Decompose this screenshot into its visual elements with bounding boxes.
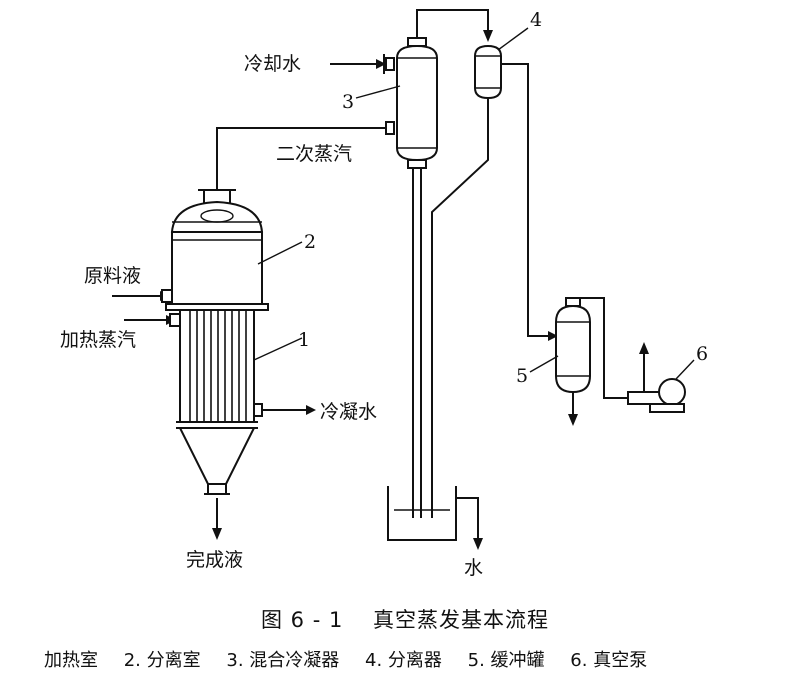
leader-5	[529, 355, 559, 373]
cooling-water-inlet	[330, 54, 395, 74]
number-1: 1	[298, 329, 310, 351]
secondary-steam-pipe	[216, 127, 390, 190]
leader-6	[675, 359, 695, 380]
evaporator-dome	[170, 200, 264, 233]
legend-item-3: 3. 混合冷凝器	[226, 650, 340, 671]
pipe-to-vacuum-pump	[573, 297, 628, 399]
buffer-tank	[555, 297, 591, 426]
label-secondary-steam: 二次蒸汽	[276, 143, 352, 165]
product-outlet-nozzle	[207, 483, 227, 495]
heating-chamber	[179, 309, 255, 423]
legend-item-1: 加热室	[44, 650, 98, 671]
label-feed-liquid: 原料液	[84, 265, 141, 287]
condenser-body	[396, 44, 438, 162]
heating-tubes	[189, 310, 247, 422]
figure-caption-title: 图 6 - 1 真空蒸发基本流程	[261, 608, 549, 632]
separation-chamber	[171, 231, 263, 305]
legend-item-4: 4. 分离器	[365, 650, 442, 671]
heating-steam-inlet	[124, 313, 181, 327]
number-3: 3	[342, 91, 354, 113]
label-heating-steam: 加热蒸汽	[60, 329, 136, 351]
product-outlet-arrow	[212, 498, 222, 540]
evaporator	[165, 189, 269, 495]
separator-barometric-leg	[431, 98, 489, 518]
label-water: 水	[464, 557, 483, 579]
figure-caption-legend: 加热室 2. 分离室 3. 混合冷凝器 4. 分离器 5. 缓冲罐 6. 真空泵	[44, 646, 804, 672]
number-5: 5	[516, 365, 528, 387]
label-product-liquid: 完成液	[186, 549, 243, 571]
evaporator-cone	[178, 427, 256, 485]
legend-item-2: 2. 分离室	[123, 650, 201, 671]
number-2: 2	[304, 231, 316, 253]
label-condensate-water: 冷凝水	[320, 401, 377, 423]
number-4: 4	[530, 9, 542, 31]
number-6: 6	[696, 343, 708, 365]
vapor-pipe-to-separator	[416, 9, 489, 38]
leader-2	[257, 241, 303, 265]
feed-inlet	[112, 289, 173, 303]
label-cooling-water: 冷却水	[244, 53, 301, 75]
separator-4	[474, 44, 502, 100]
legend-item-5: 5. 缓冲罐	[467, 650, 545, 671]
hot-well-tank	[387, 486, 483, 550]
legend-item-6: 6. 真空泵	[570, 650, 648, 671]
leader-3	[355, 85, 401, 99]
leader-1	[253, 337, 303, 361]
condensate-outlet	[253, 403, 316, 417]
mixing-condenser	[396, 37, 438, 169]
vacuum-pump	[627, 342, 686, 413]
leader-4	[497, 27, 529, 51]
vacuum-pipe-to-buffer	[501, 63, 555, 337]
